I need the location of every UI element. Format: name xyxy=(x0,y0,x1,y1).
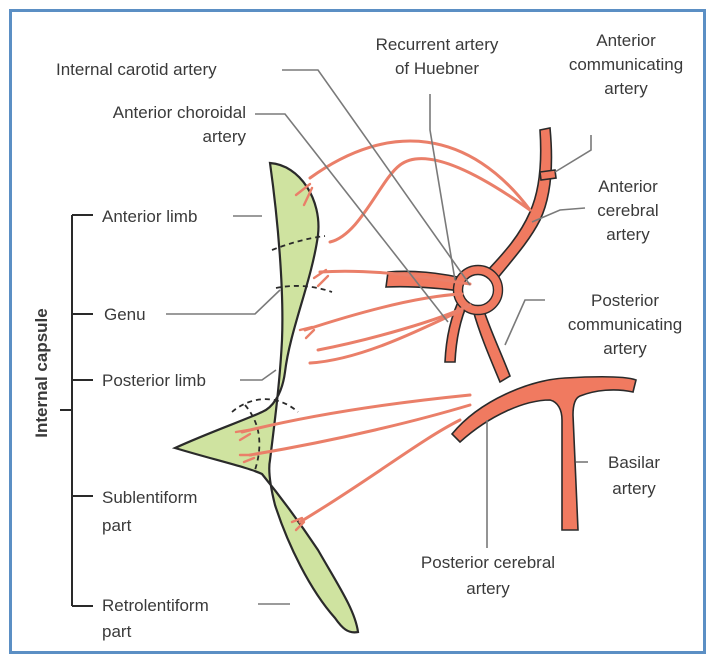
label-anterior-choroidal-2: artery xyxy=(50,126,246,147)
label-retrolentiform-1: Retrolentiform xyxy=(102,595,209,616)
anterior-cerebral-artery xyxy=(486,128,551,280)
label-anterior-cerebral-1: Anterior xyxy=(586,176,670,197)
label-anterior-choroidal-1: Anterior choroidal xyxy=(50,102,246,123)
label-anterior-limb: Anterior limb xyxy=(102,206,197,227)
posterior-communicating-artery xyxy=(473,305,510,382)
label-posterior-cerebral-2: artery xyxy=(398,578,578,599)
label-sublentiform-1: Sublentiform xyxy=(102,487,197,508)
label-posterior-cerebral-1: Posterior cerebral xyxy=(398,552,578,573)
label-posterior-communicating-3: artery xyxy=(548,338,702,359)
label-sublentiform-2: part xyxy=(102,515,131,536)
label-internal-capsule: Internal capsule xyxy=(32,308,52,437)
internal-capsule-shape xyxy=(175,163,358,632)
label-recurrent-artery: Recurrent artery xyxy=(354,34,520,55)
label-posterior-communicating-2: communicating xyxy=(548,314,702,335)
label-retrolentiform-2: part xyxy=(102,621,131,642)
internal-capsule-bracket xyxy=(60,215,93,606)
label-anterior-cerebral-3: artery xyxy=(586,224,670,245)
label-basilar-2: artery xyxy=(592,478,676,499)
label-anterior-communicating-1: Anterior xyxy=(564,30,688,51)
label-posterior-limb: Posterior limb xyxy=(102,370,206,391)
label-basilar-1: Basilar xyxy=(592,452,676,473)
label-genu: Genu xyxy=(104,304,146,325)
label-anterior-communicating-2: communicating xyxy=(564,54,688,75)
label-of-huebner: of Huebner xyxy=(354,58,520,79)
label-anterior-cerebral-2: cerebral xyxy=(586,200,670,221)
label-anterior-communicating-3: artery xyxy=(564,78,688,99)
label-posterior-communicating-1: Posterior xyxy=(548,290,702,311)
label-internal-carotid-artery: Internal carotid artery xyxy=(56,59,217,80)
